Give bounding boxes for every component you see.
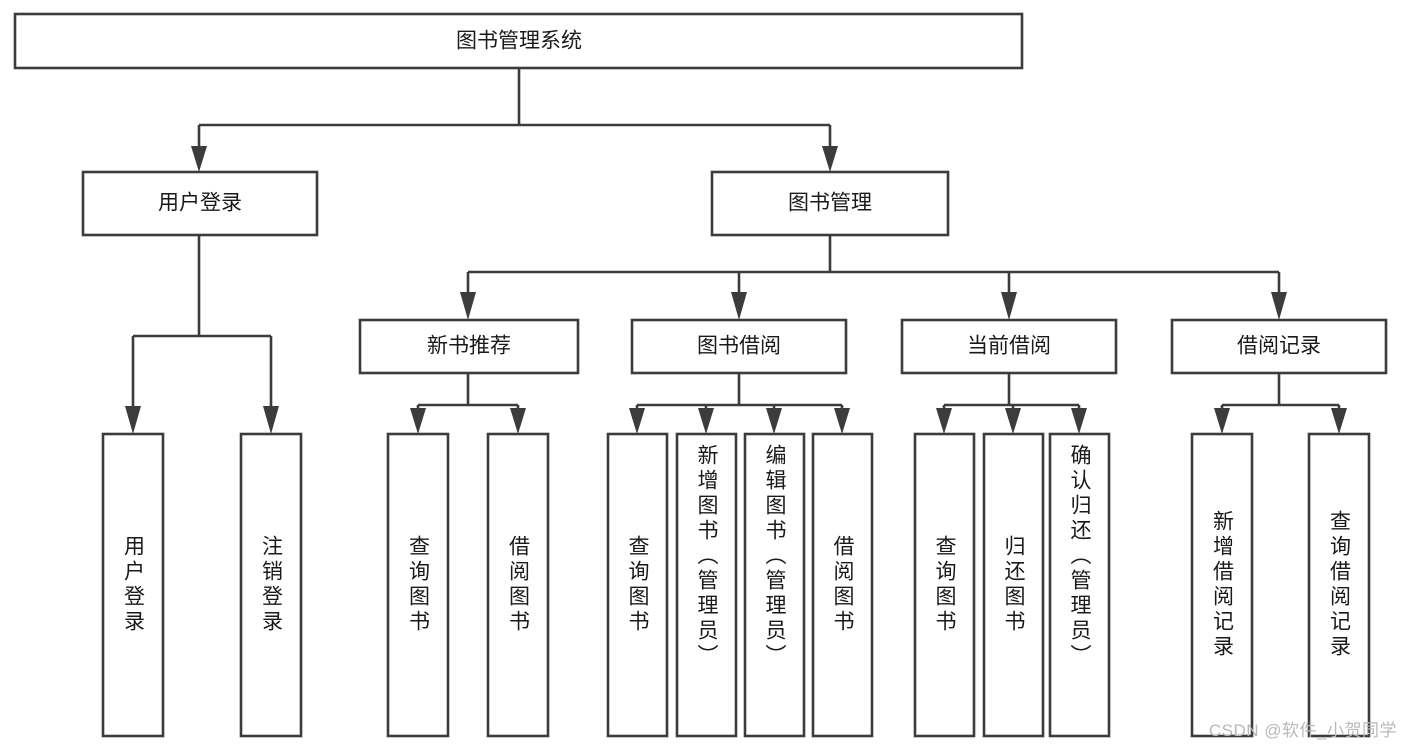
- node-box-new-book-recommend[interactable]: [358, 318, 580, 375]
- arrow-head-logout-leaf: [263, 406, 279, 434]
- node-box-current-borrow[interactable]: [900, 318, 1118, 375]
- node-box-leaf-add-borrow-record[interactable]: [1190, 432, 1254, 738]
- arrow-head-newbook: [460, 292, 476, 320]
- arrow-head-currentborrow: [1001, 292, 1017, 320]
- node-box-leaf-logout[interactable]: [239, 432, 303, 738]
- arrow-head-borrowrecord: [1271, 292, 1287, 320]
- arrow-head-bookborrow-leaf-1: [629, 408, 645, 434]
- arrow-head-bookborrow-leaf-4: [834, 408, 850, 434]
- node-box-leaf-return-book[interactable]: [982, 432, 1045, 738]
- node-box-leaf-user-login[interactable]: [101, 432, 165, 738]
- node-box-leaf-borrow-book-b[interactable]: [811, 432, 874, 738]
- watermark: CSDN @软件_小贺同学: [1208, 721, 1397, 740]
- label-layer-horizontal: 图书管理系统 用户登录 图书管理 新书推荐 图书借阅 当前借阅 借阅记录: [158, 30, 1321, 358]
- arrow-head-bookborrow-leaf-3: [766, 408, 782, 434]
- label-borrow-record: 借阅记录: [1237, 335, 1321, 358]
- node-box-leaf-query-borrow-record[interactable]: [1307, 432, 1371, 738]
- node-box-leaf-borrow-book-a[interactable]: [486, 432, 550, 738]
- label-user-login: 用户登录: [158, 192, 242, 215]
- node-box-user-login[interactable]: [81, 170, 319, 237]
- arrow-head-currentborrow-leaf-2: [1005, 408, 1021, 434]
- arrow-head-currentborrow-leaf-3: [1071, 408, 1087, 434]
- label-current-borrow: 当前借阅: [967, 335, 1051, 358]
- node-box-leaf-confirm-return-admin[interactable]: [1048, 432, 1111, 738]
- label-book-borrow: 图书借阅: [697, 335, 781, 358]
- arrow-head-newbook-leaf-2: [510, 408, 526, 434]
- arrow-head-bookborrow: [731, 292, 747, 320]
- node-box-leaf-query-book-b[interactable]: [606, 432, 669, 738]
- node-box-root[interactable]: [13, 12, 1024, 70]
- label-book-management: 图书管理: [788, 192, 872, 215]
- node-box-leaf-edit-book-admin[interactable]: [743, 432, 806, 738]
- connector-layer: [125, 68, 1347, 434]
- arrow-head-bookborrow-leaf-2: [698, 408, 714, 434]
- node-box-leaf-query-book-c[interactable]: [913, 432, 976, 738]
- node-box-book-management[interactable]: [710, 170, 950, 237]
- arrow-head-bookmgmt: [822, 146, 838, 172]
- arrow-head-user-login-leaf: [125, 406, 141, 434]
- arrow-head-userlogin: [191, 146, 207, 172]
- node-box-borrow-record[interactable]: [1170, 318, 1388, 375]
- arrow-head-currentborrow-leaf-1: [936, 408, 952, 434]
- node-box-leaf-query-book-a[interactable]: [386, 432, 450, 738]
- node-layer: [13, 12, 1388, 738]
- arrow-head-newbook-leaf-1: [410, 408, 426, 434]
- label-new-book-recommend: 新书推荐: [427, 335, 511, 358]
- arrow-head-borrowrecord-leaf-2: [1331, 408, 1347, 434]
- node-box-leaf-add-book-admin[interactable]: [675, 432, 738, 738]
- arrow-head-borrowrecord-leaf-1: [1214, 408, 1230, 434]
- label-root: 图书管理系统: [456, 30, 582, 53]
- node-box-book-borrow[interactable]: [630, 318, 848, 375]
